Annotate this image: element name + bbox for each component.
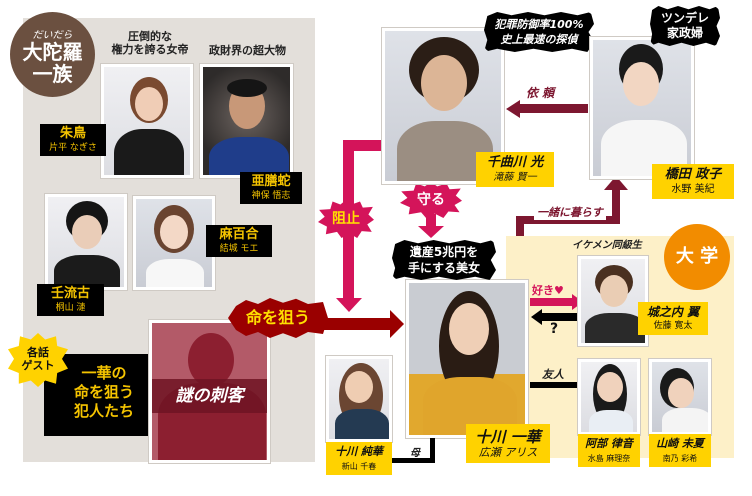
magnate-caption: 政財界の超大物 [209,44,286,57]
target-life-arrow-head [390,310,404,338]
live-together-label: 一緒に暮らす [534,204,606,220]
stop-label: 阻止 [318,200,374,238]
heart-icon: ♥ [554,284,564,297]
family-badge-kana: だいだら [32,30,73,41]
mother-line-v [430,438,435,463]
name-tag-hashida: 橋田 政子 水野 美紀 [652,164,734,199]
mother-line-h [392,458,434,463]
live-together-arrow-up [604,176,628,190]
stop-arrow-head [336,298,362,312]
photo-assassin: 謎の刺客 [149,320,270,463]
question-arrow-head [531,309,542,325]
heroine-tagline: 遺産5兆円を 手にする美女 [392,240,496,280]
family-badge-name-2: 一族 [32,62,73,86]
protect-arrow-head [418,226,444,238]
photo-jonouchi [578,256,648,346]
photo-ichika [406,280,528,438]
photo-akemi [101,64,193,178]
name-tag-akemi: 朱鳥 片平 なぎさ [40,124,106,156]
photo-sumika [326,356,392,442]
family-badge: だいだら 大陀羅 一族 [10,12,95,97]
family-badge-name-1: 大陀羅 [22,40,83,64]
photo-mayuri [133,196,215,290]
name-tag-ichika: 十川 一華 広瀬 アリス [466,424,550,463]
likes-label: 好き♥ [532,284,564,297]
name-tag-jonouchi: 城之内 翼 佐藤 寛太 [638,302,708,335]
request-label: 依 頼 [526,86,555,100]
stop-line-top [343,140,381,151]
target-life-arrow-shaft [318,318,392,330]
name-tag-mayuri: 麻百合 結城 モエ [206,225,272,257]
target-life-label: 命を狙う [228,298,328,338]
mother-label: 母 [410,448,420,459]
name-tag-sumika: 十川 純華 新山 千春 [326,442,392,475]
photo-mibuko [45,194,127,290]
friend-label: 友人 [542,368,564,381]
request-arrow-head [506,100,520,118]
name-tag-chikumagawa: 千曲川 光 滝藤 賢一 [476,152,554,187]
name-tag-yamazaki: 山崎 未夏 南乃 彩希 [649,434,711,467]
live-together-line-h [516,216,620,224]
photo-abe [578,359,640,435]
assassin-label: 謎の刺客 [152,379,267,413]
name-tag-mibuko: 壬流古 桐山 漣 [37,284,104,316]
housekeeper-tagline: ツンデレ 家政婦 [650,6,720,46]
classmate-caption: イケメン同級生 [572,240,642,251]
protect-label: 守る [400,182,462,218]
empress-caption: 圧倒的な 権力を誇る女帝 [111,30,189,56]
question-arrow-shaft [542,313,586,321]
photo-azenda [200,64,293,178]
likes-arrow-shaft [530,298,574,306]
photo-hashida [590,37,694,179]
live-together-line-v-right [612,188,620,224]
photo-yamazaki [649,359,711,435]
university-badge: 大 学 [664,224,730,290]
request-arrow-shaft [520,104,588,113]
friend-line [530,382,578,388]
protect-arrow-shaft [426,214,436,228]
name-tag-azenda: 亜膳蛇 神保 悟志 [240,172,302,204]
question-mark: ? [550,321,559,337]
name-tag-abe: 阿部 律音 水島 麻理奈 [578,434,640,467]
likes-arrow-head [572,294,583,310]
detective-tagline: 犯罪防御率100% 史上最速の探偵 [484,12,594,52]
